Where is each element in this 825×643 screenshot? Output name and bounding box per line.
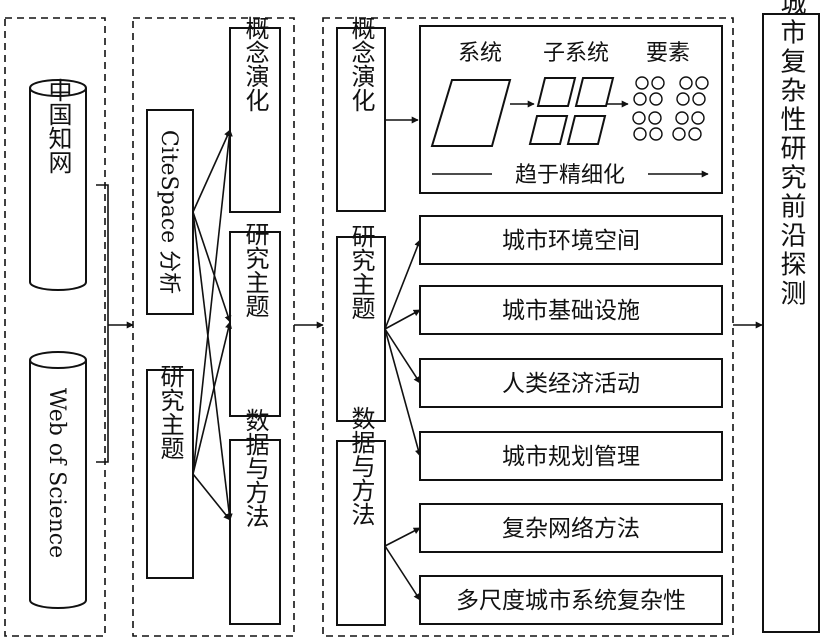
methods-box — [336, 440, 386, 626]
topic-item — [419, 285, 723, 335]
trend-label: 趋于精细化 — [515, 163, 625, 188]
topic-item-label: 城市规划管理 — [502, 444, 640, 470]
output-methods-box — [229, 439, 281, 625]
topic-item-label: 城市环境空间 — [502, 228, 640, 254]
concept-detail-panel — [419, 25, 723, 194]
analysis-cross-arrows — [192, 129, 233, 521]
sources-bracket — [96, 184, 109, 463]
topic-item-label: 人类经济活动 — [502, 371, 640, 397]
output-concept-box — [229, 27, 281, 213]
method-item — [419, 575, 723, 625]
citespace-label: CiteSpace 分析 — [156, 130, 181, 294]
conclusion-box — [762, 13, 820, 633]
wos-database: Web of Science — [29, 351, 87, 609]
synthesis-group — [322, 17, 734, 637]
element-circles — [632, 76, 709, 141]
topic-item-label: 城市基础设施 — [502, 298, 640, 324]
methods-arrows — [384, 527, 421, 601]
cnki-database: 中国知网 — [29, 78, 87, 291]
concept-label: 概念演化 — [347, 16, 375, 112]
topic-item — [419, 215, 723, 265]
topics-arrows — [384, 239, 422, 457]
subsystem-shapes — [528, 77, 615, 145]
analysis-topic-label: 研究主题 — [156, 364, 184, 460]
methods-label: 数据与方法 — [347, 406, 375, 526]
output-concept-label: 概念演化 — [241, 16, 269, 112]
output-topic-label: 研究主题 — [241, 222, 269, 318]
cnki-label: 中国知网 — [44, 78, 72, 174]
method-item — [419, 503, 723, 553]
system-label: 系统 — [458, 41, 502, 66]
citespace-box — [146, 109, 194, 315]
conclusion-label: 地理学视角下城市复杂性研究前沿探测 — [776, 0, 806, 308]
method-item-label: 复杂网络方法 — [502, 516, 640, 542]
topic-item — [419, 431, 723, 481]
topics-label: 研究主题 — [347, 224, 375, 320]
system-shape — [430, 79, 512, 147]
subsystem-label: 子系统 — [543, 41, 609, 66]
method-item-label: 多尺度城市系统复杂性 — [456, 588, 686, 614]
topic-item — [419, 358, 723, 408]
output-methods-label: 数据与方法 — [241, 408, 269, 528]
element-label: 要素 — [646, 41, 690, 66]
wos-label: Web of Science — [44, 388, 69, 558]
sources-group — [4, 17, 106, 637]
analysis-group — [132, 17, 295, 637]
topics-box — [336, 236, 386, 422]
